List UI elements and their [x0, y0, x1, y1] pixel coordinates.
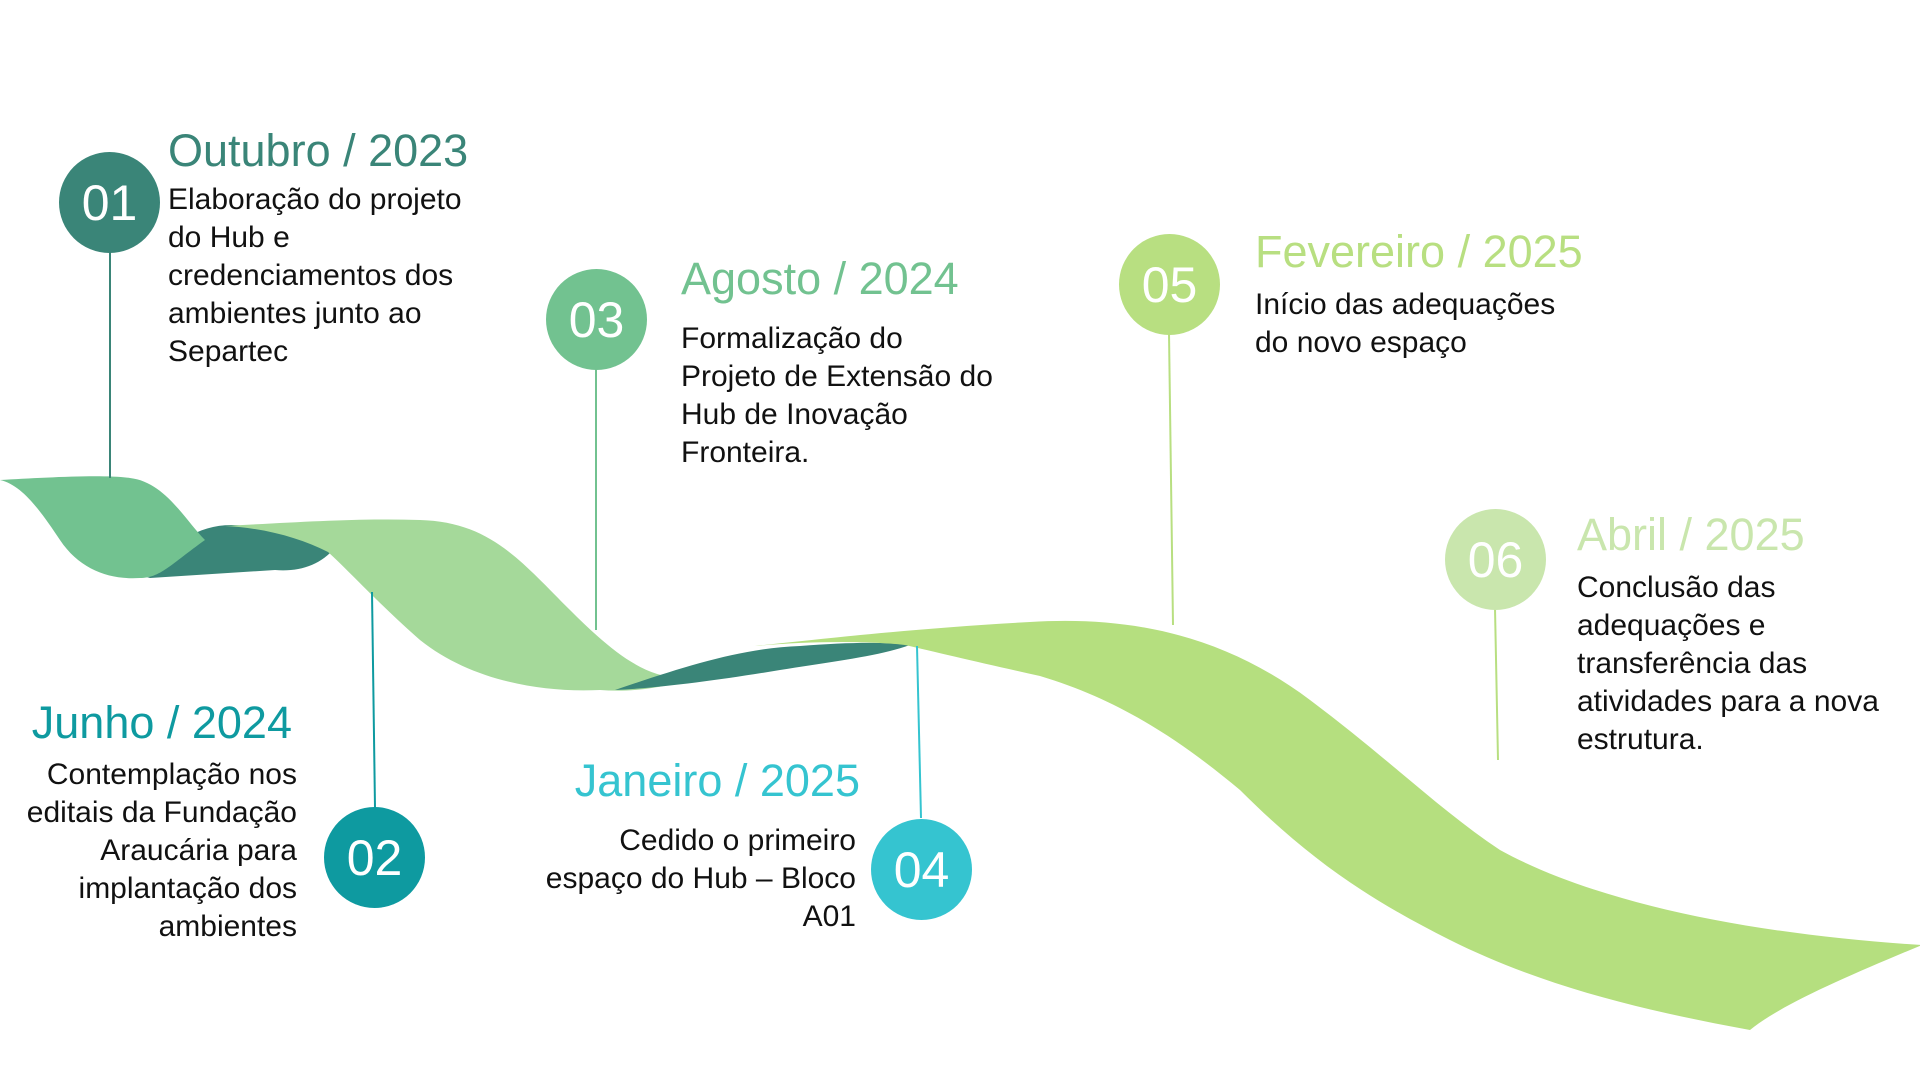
- milestone-04-circle: 04: [871, 819, 972, 920]
- milestone-04-description: Cedido o primeiro espaço do Hub – Bloco …: [545, 824, 856, 933]
- connector-line-02: [371, 591, 376, 809]
- milestone-02-description: Contemplação nos editais da Fundação Ara…: [26, 758, 297, 943]
- milestone-01-date: Outubro / 2023: [168, 125, 469, 176]
- milestone-01-description: Elaboração do projeto do Hub e credencia…: [168, 183, 462, 368]
- milestone-04-number: 04: [893, 841, 950, 898]
- milestone-06-date: Abril / 2025: [1577, 509, 1805, 560]
- connector-line-05: [1168, 332, 1174, 626]
- ribbon-segment-3: [755, 620, 1920, 1030]
- milestone-05-number: 05: [1141, 256, 1198, 313]
- milestone-01-number: 01: [81, 174, 138, 231]
- connector-line-04: [916, 645, 922, 819]
- milestone-06-number: 06: [1467, 531, 1524, 588]
- milestone-06-description: Conclusão das adequações e transferência…: [1577, 571, 1879, 756]
- milestone-05-date: Fevereiro / 2025: [1255, 226, 1583, 277]
- milestone-03-number: 03: [568, 291, 625, 348]
- milestone-04-date: Janeiro / 2025: [574, 755, 860, 806]
- ribbon-segment-2: [225, 519, 705, 691]
- connector-line-06: [1494, 607, 1499, 761]
- milestone-02-date: Junho / 2024: [31, 697, 292, 748]
- milestone-06-circle: 06: [1445, 509, 1546, 610]
- milestone-02-circle: 02: [324, 807, 425, 908]
- milestone-01-circle: 01: [59, 152, 160, 253]
- milestone-03-date: Agosto / 2024: [681, 253, 959, 304]
- milestone-03-circle: 03: [546, 269, 647, 370]
- milestone-03-description: Formalização do Projeto de Extensão do H…: [681, 322, 993, 469]
- milestone-02-number: 02: [346, 829, 403, 886]
- ribbon-segment-1: [0, 476, 205, 579]
- milestone-05-description: Início das adequações do novo espaço: [1255, 288, 1556, 359]
- ribbon-fold-2: [615, 642, 910, 690]
- milestone-05-circle: 05: [1119, 234, 1220, 335]
